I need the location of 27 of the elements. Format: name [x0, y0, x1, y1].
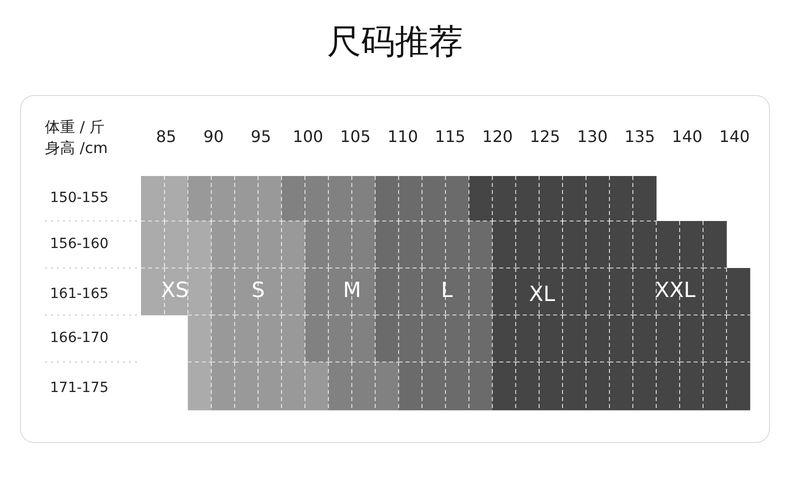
- size-label: L: [441, 280, 453, 300]
- row-header: 150-155: [50, 191, 108, 205]
- page-title: 尺码推荐: [327, 25, 463, 59]
- column-header: 135: [624, 129, 656, 145]
- column-header: 110: [388, 129, 418, 145]
- column-header: 120: [482, 129, 513, 145]
- column-header: 100: [292, 129, 324, 145]
- column-header: 140: [719, 129, 750, 145]
- size-label: XL: [529, 284, 556, 304]
- column-header: 95: [250, 129, 272, 145]
- row-header: 171-175: [50, 381, 108, 395]
- column-header: 130: [577, 129, 608, 145]
- axis-header: 身高 /cm: [45, 140, 108, 156]
- size-label: M: [343, 280, 362, 300]
- column-header: 140: [672, 129, 702, 145]
- column-header: 90: [203, 129, 224, 145]
- row-header: 156-160: [50, 237, 108, 251]
- axis-header: 体重 / 斤: [45, 120, 105, 134]
- row-header: 161-165: [50, 287, 108, 301]
- size-label: XXL: [655, 280, 696, 300]
- size-label: XS: [161, 280, 189, 300]
- column-header: 105: [340, 129, 371, 145]
- size-label: S: [252, 280, 265, 300]
- column-header: 115: [434, 129, 466, 145]
- column-header: 85: [156, 129, 176, 145]
- column-header: 125: [530, 129, 560, 145]
- row-header: 166-170: [50, 331, 108, 345]
